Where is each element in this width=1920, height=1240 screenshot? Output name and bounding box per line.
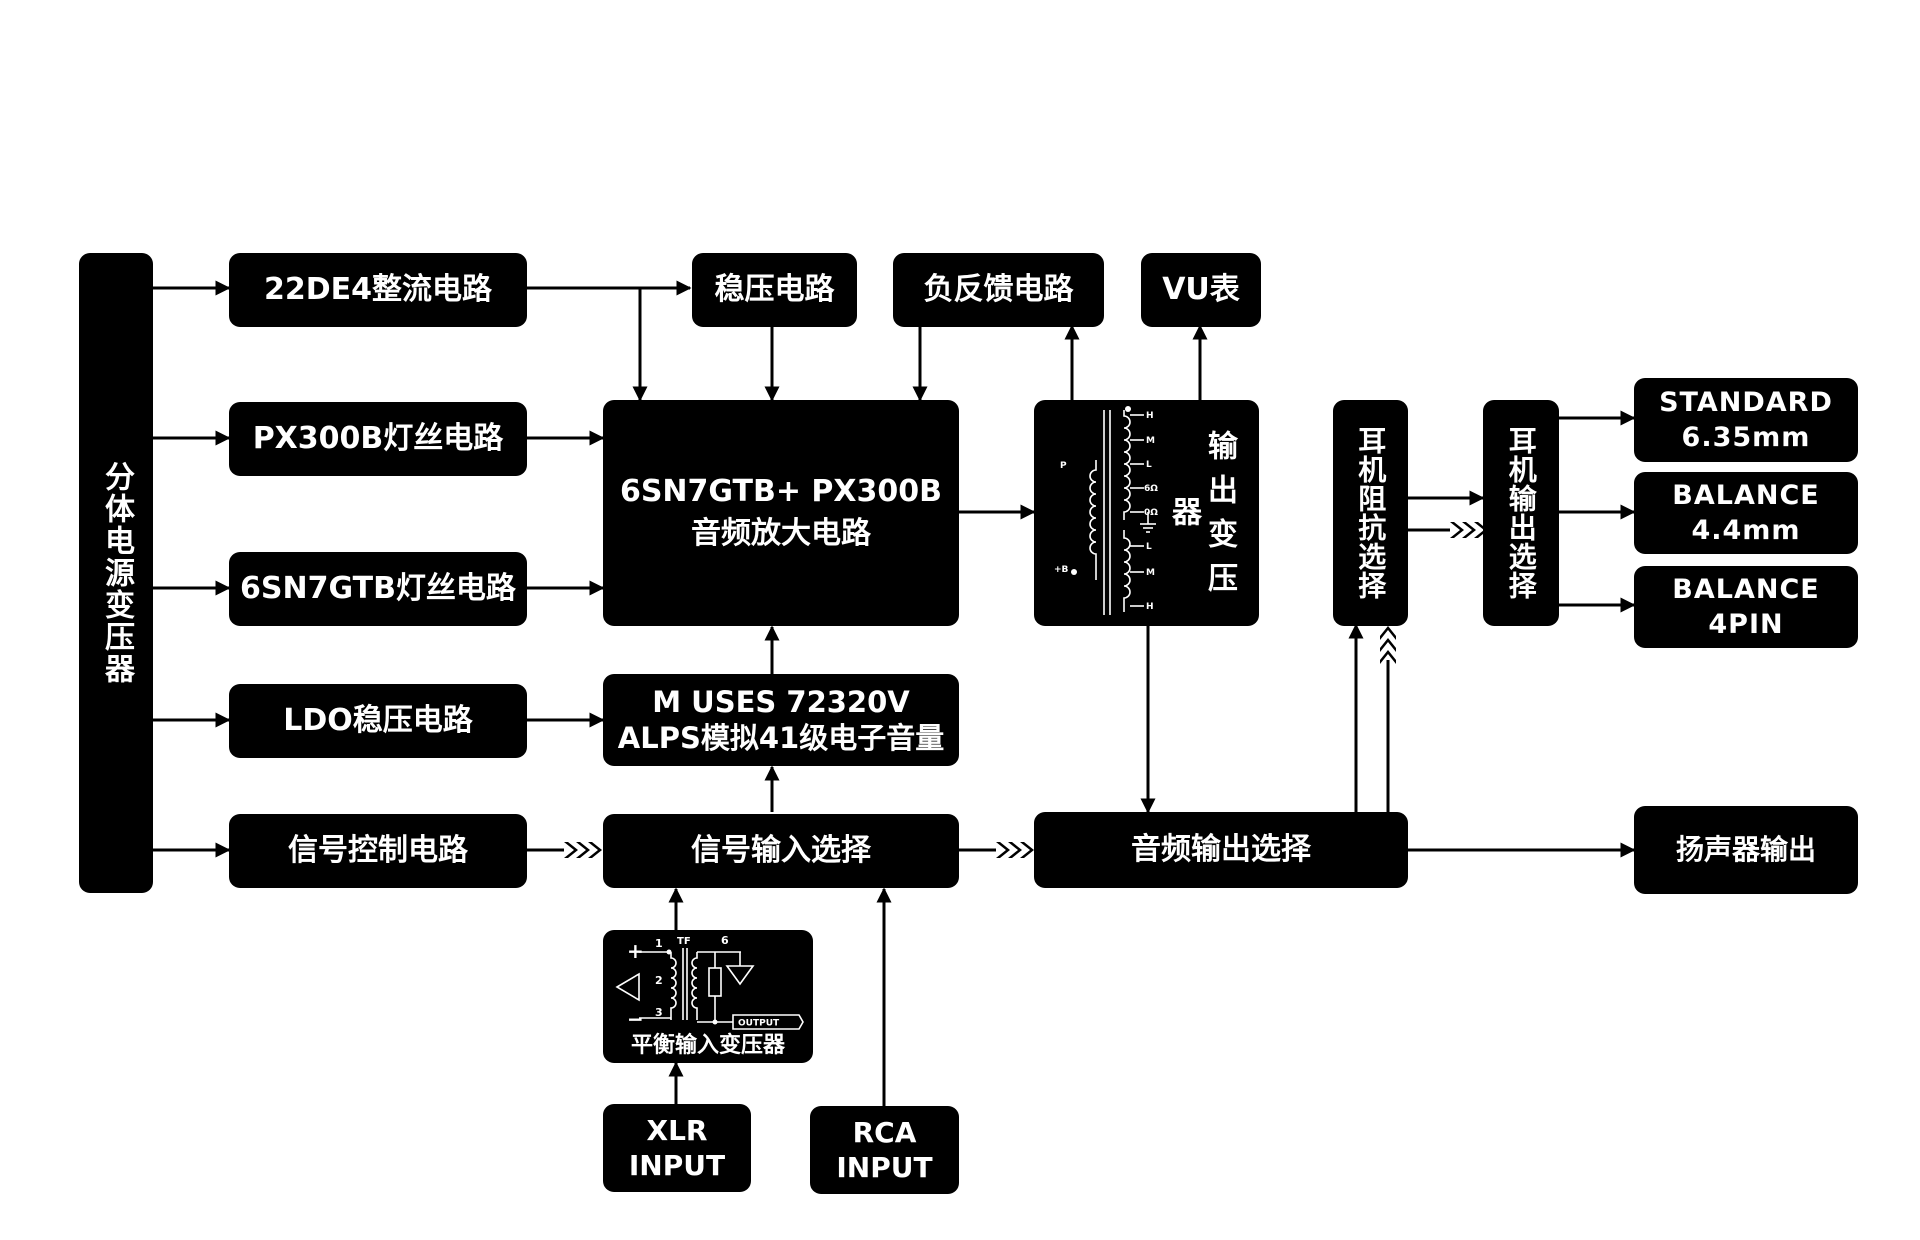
standard-output-label: STANDARD 6.35mm xyxy=(1659,386,1833,453)
signal-chevrons xyxy=(564,522,1488,858)
balanced-transformer-label: 平衡输入变压器 xyxy=(630,1032,785,1058)
input-select-label: 信号输入选择 xyxy=(691,833,871,868)
balance-44-output-box: BALANCE 4.4mm xyxy=(1634,472,1858,554)
svg-text:+: + xyxy=(627,939,644,963)
balance-4pin-output-box: BALANCE 4PIN xyxy=(1634,566,1858,648)
standard-output-box: STANDARD 6.35mm xyxy=(1634,378,1858,462)
svg-text:6Ω: 6Ω xyxy=(1144,484,1158,494)
balanced-transformer-box: 1 2 3 6 TF + − OUTPUT 平衡输入变压器 xyxy=(603,930,813,1063)
volume-box: M USES 72320V ALPS模拟41级电子音量 xyxy=(603,674,959,766)
regulator-label: 稳压电路 xyxy=(714,272,835,307)
svg-text:OUTPUT: OUTPUT xyxy=(738,1019,780,1029)
px300b-filament-box: PX300B灯丝电路 xyxy=(229,402,527,476)
svg-text:H: H xyxy=(1146,602,1154,612)
xlr-input-label: XLR INPUT xyxy=(628,1114,726,1182)
svg-text:+B: +B xyxy=(1054,565,1069,575)
amplifier-label: 6SN7GTB+ PX300B 音频放大电路 xyxy=(619,474,943,551)
svg-text:−: − xyxy=(627,1007,644,1031)
svg-text:L: L xyxy=(1146,542,1152,552)
vu-meter-label: VU表 xyxy=(1162,272,1240,307)
output-transformer-box: H M L 6Ω 0Ω L M H P +B 输出变压器 xyxy=(1034,400,1259,626)
rectifier-box: 22DE4整流电路 xyxy=(229,253,527,327)
svg-text:L: L xyxy=(1146,460,1152,470)
amplifier-box: 6SN7GTB+ PX300B 音频放大电路 xyxy=(603,400,959,626)
6sn7-filament-box: 6SN7GTB灯丝电路 xyxy=(229,552,527,626)
signal-control-box: 信号控制电路 xyxy=(229,814,527,888)
px300b-filament-label: PX300B灯丝电路 xyxy=(252,421,504,456)
svg-text:TF: TF xyxy=(677,936,691,947)
balance-44-output-label: BALANCE 4.4mm xyxy=(1672,479,1820,546)
speaker-output-label: 扬声器输出 xyxy=(1675,833,1816,867)
xlr-input-box: XLR INPUT xyxy=(603,1104,751,1192)
svg-text:M: M xyxy=(1146,436,1155,446)
headphone-output-select-box: 耳机输出选择 xyxy=(1483,400,1559,626)
6sn7-filament-label: 6SN7GTB灯丝电路 xyxy=(240,571,516,606)
svg-text:3: 3 xyxy=(655,1006,663,1019)
output-transformer-symbol: H M L 6Ω 0Ω L M H P +B xyxy=(1054,406,1158,615)
svg-text:P: P xyxy=(1060,461,1067,471)
ldo-label: LDO稳压电路 xyxy=(283,703,473,738)
tap-h-top: H xyxy=(1146,411,1154,421)
negative-feedback-label: 负反馈电路 xyxy=(923,272,1074,307)
headphone-impedance-select-label: 耳机阻抗选择 xyxy=(1354,426,1388,600)
output-transformer-label: 输出变压器 xyxy=(1166,430,1237,606)
volume-label: M USES 72320V ALPS模拟41级电子音量 xyxy=(617,684,945,755)
svg-text:0Ω: 0Ω xyxy=(1144,508,1158,518)
input-select-box: 信号输入选择 xyxy=(603,814,959,888)
speaker-output-box: 扬声器输出 xyxy=(1634,806,1858,894)
balance-4pin-output-label: BALANCE 4PIN xyxy=(1672,573,1820,640)
signal-control-label: 信号控制电路 xyxy=(288,833,468,868)
rca-input-box: RCA INPUT xyxy=(810,1106,959,1194)
power-transformer-label: 分体电源变压器 xyxy=(99,461,134,685)
svg-text:2: 2 xyxy=(655,974,663,987)
svg-text:6: 6 xyxy=(721,934,729,947)
regulator-box: 稳压电路 xyxy=(692,253,857,327)
audio-output-select-box: 音频输出选择 xyxy=(1034,812,1408,888)
negative-feedback-box: 负反馈电路 xyxy=(893,253,1104,327)
balanced-transformer-symbol: 1 2 3 6 TF + − OUTPUT xyxy=(615,934,804,1031)
power-transformer-box: 分体电源变压器 xyxy=(79,253,153,893)
vu-meter-box: VU表 xyxy=(1141,253,1261,327)
svg-text:M: M xyxy=(1146,568,1155,578)
headphone-output-select-label: 耳机输出选择 xyxy=(1504,426,1538,600)
headphone-impedance-select-box: 耳机阻抗选择 xyxy=(1333,400,1408,626)
ldo-box: LDO稳压电路 xyxy=(229,684,527,758)
rca-input-label: RCA INPUT xyxy=(836,1116,933,1184)
rectifier-label: 22DE4整流电路 xyxy=(263,272,493,307)
svg-text:1: 1 xyxy=(655,937,663,950)
audio-output-select-label: 音频输出选择 xyxy=(1131,832,1311,867)
